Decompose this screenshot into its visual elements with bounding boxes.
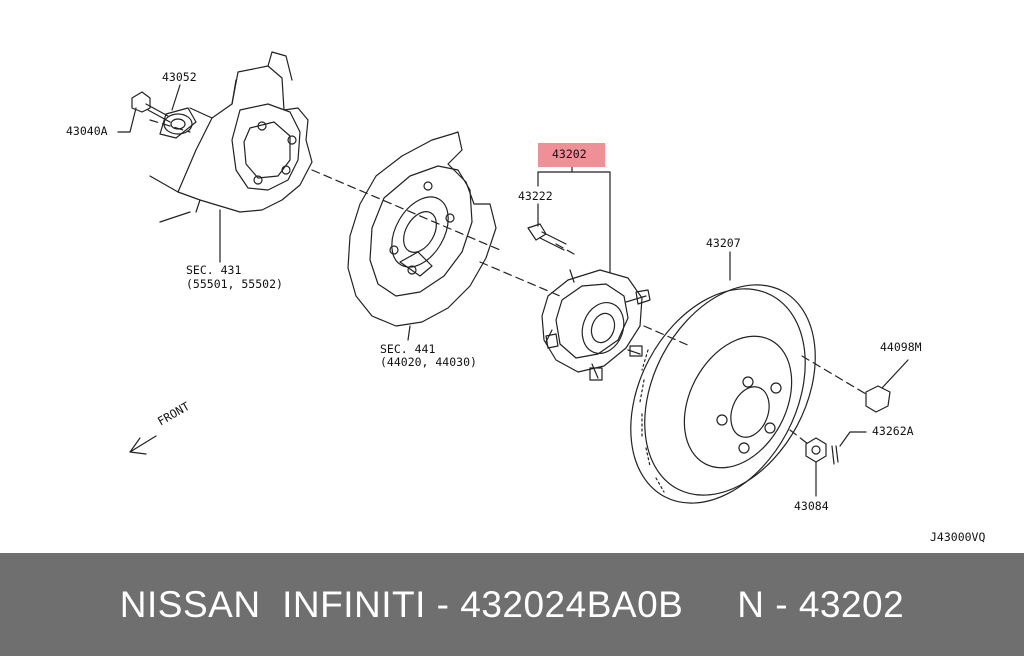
- section-label-441[interactable]: SEC. 441: [380, 342, 436, 356]
- section-parts-441: (44020, 44030): [380, 355, 477, 369]
- front-arrow-icon: [129, 435, 157, 455]
- part-label-43084[interactable]: 43084: [794, 499, 829, 513]
- leader-lines: [117, 84, 909, 497]
- brake-rotor-drawing: [630, 284, 816, 504]
- exploded-view-drawing: [117, 51, 909, 504]
- part-number-banner: NISSAN INFINITI - 432024BA0B N - 43202: [0, 553, 1024, 656]
- assembly-axis: [149, 119, 867, 445]
- part-label-43207[interactable]: 43207: [706, 236, 741, 250]
- section-parts-431: (55501, 55502): [186, 277, 283, 291]
- part-label-43052[interactable]: 43052: [162, 70, 197, 84]
- knuckle-drawing: [149, 51, 313, 223]
- bolt-43040a-drawing: [131, 91, 171, 123]
- section-label-431[interactable]: SEC. 431: [186, 263, 242, 277]
- nut-43084-drawing: [805, 437, 827, 463]
- cotter-pin-drawing: [831, 445, 839, 465]
- diagram-code: J43000VQ: [930, 530, 986, 544]
- backing-plate-drawing: [347, 131, 497, 327]
- part-label-43040a[interactable]: 43040A: [66, 124, 108, 138]
- banner-text: NISSAN INFINITI - 432024BA0B N - 43202: [119, 584, 905, 625]
- hub-assembly-drawing: [541, 269, 651, 381]
- bolt-43222-drawing: [527, 223, 567, 251]
- seal-43052-drawing: [159, 107, 197, 139]
- cap-44098m-drawing: [865, 385, 891, 413]
- part-label-43202[interactable]: 43202: [552, 147, 587, 161]
- parts-diagram: 43052 43040A SEC. 431 (55501, 55502) 432…: [66, 51, 986, 544]
- part-label-44098m[interactable]: 44098M: [880, 340, 922, 354]
- part-label-43262a[interactable]: 43262A: [872, 424, 914, 438]
- highlight-43202: [538, 143, 605, 167]
- part-label-43222[interactable]: 43222: [518, 189, 553, 203]
